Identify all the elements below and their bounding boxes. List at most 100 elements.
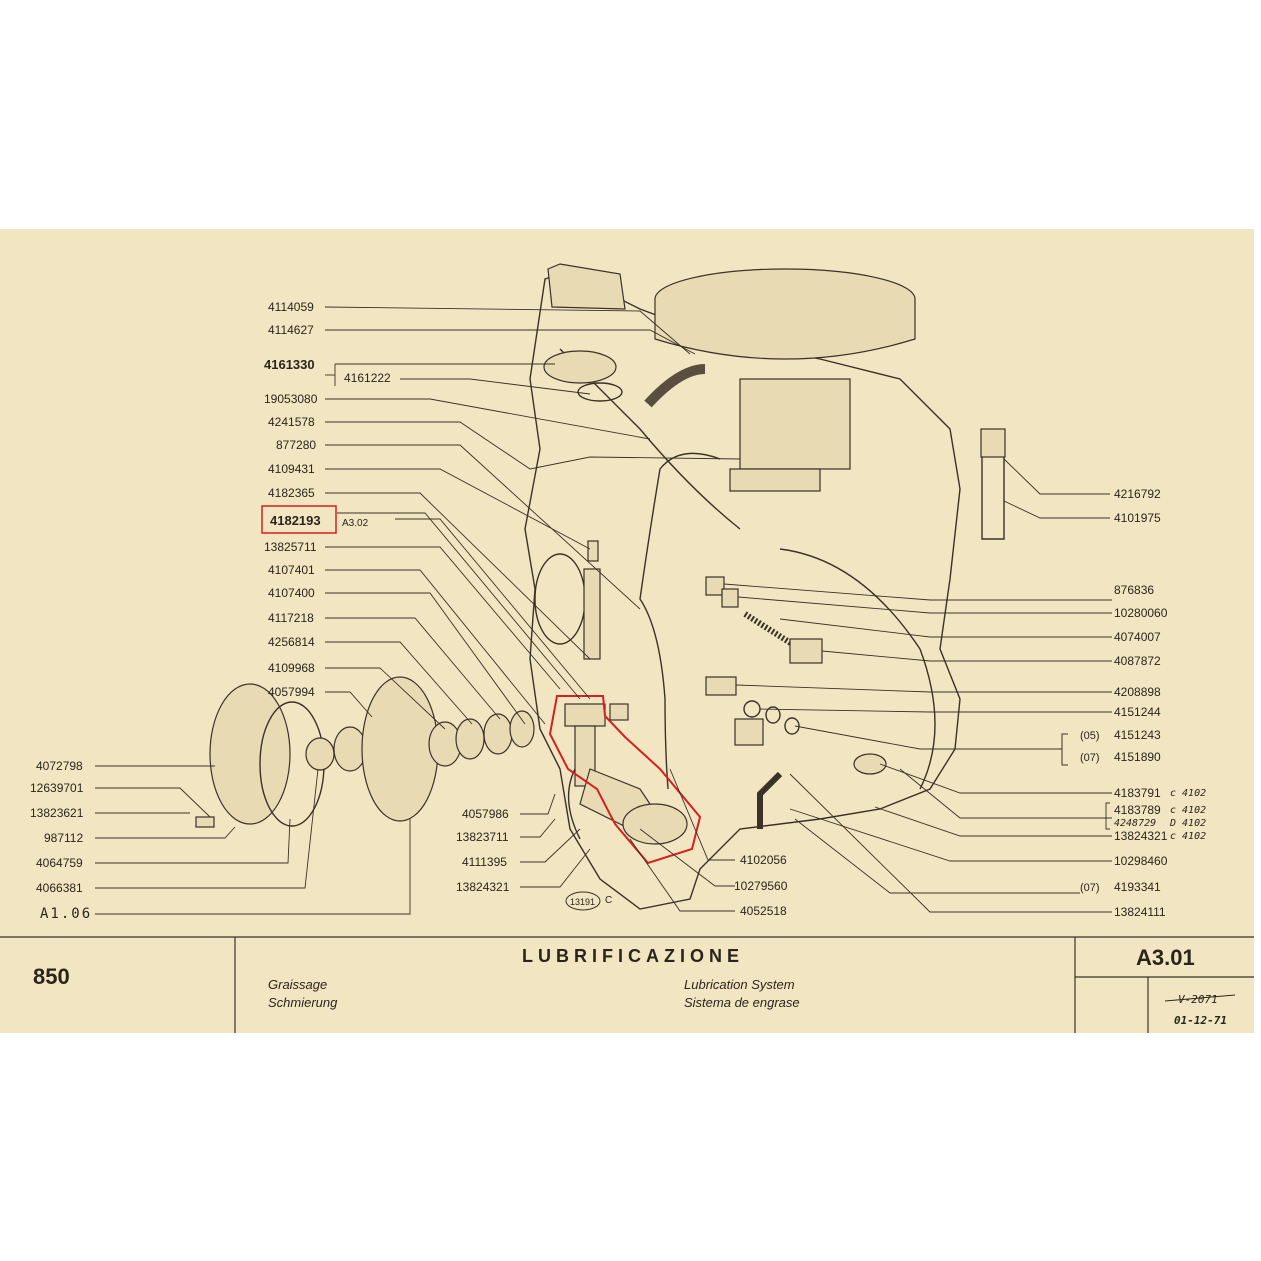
washer-3 [784,717,800,735]
ring-3 [509,710,535,748]
code-07: (07) [1080,752,1100,764]
pn-4087872: 4087872 [1114,654,1161,668]
bush [305,737,335,771]
pn-4161222: 4161222 [344,371,391,385]
plunger [789,638,823,664]
pn-13824111: 13824111 [1114,905,1166,919]
labels-right-bottom: 10298460 (07) 4193341 13824111 [1080,854,1168,919]
sender [734,718,764,746]
stamp-suffix: C [605,895,612,906]
pn-13824321: 13824321 [456,880,510,894]
ref-a302: A3.02 [342,518,369,529]
labels-left-top: 4114059 4114627 4161330 4161222 19053080… [264,300,391,500]
dipstick-tube [639,452,721,790]
washer [743,700,761,718]
stamp-oval [565,891,601,911]
pn-10298460: 10298460 [1114,854,1168,868]
pn-13823621: 13823621 [30,806,84,820]
pn-987112: 987112 [44,831,83,845]
pn-4057986: 4057986 [462,807,509,821]
pn-4111395: 4111395 [462,855,507,869]
exploded-diagram: 4114059 4114627 4161330 4161222 19053080… [0,263,1254,1033]
pn-4208898: 4208898 [1114,685,1161,699]
drive-gear [583,568,601,660]
pn-4109431: 4109431 [268,462,315,476]
highlight-box [261,505,337,534]
sheet-number: A3.01 [1136,945,1195,970]
labels-center-bottom: 4057986 13823711 4111395 13824321 13191 … [456,807,612,911]
ring-2 [483,713,513,755]
handwritten-date: 01-12-71 [1174,1014,1227,1027]
note-13824321: c 4102 [1170,831,1206,842]
pn-10280060: 10280060 [1114,606,1168,620]
flange [853,753,887,775]
pn-4052518: 4052518 [740,904,787,918]
highlighted-label: 4182193 A3.02 [261,505,369,534]
title-fr: Graissage [268,977,327,992]
pn-4114059: 4114059 [268,300,314,314]
screw [195,816,215,828]
nut-876836 [705,576,725,596]
pn-4161330: 4161330 [264,357,315,372]
highlight-oil-pump [548,695,702,865]
engine-drawing [195,263,1006,910]
title-en: Lubrication System [684,977,795,992]
pn-4193341: 4193341 [1114,880,1161,894]
note-4183789: c 4102 [1170,805,1206,816]
labels-right-top: 4216792 4101975 [1114,487,1161,525]
pn-4183791: 4183791 [1114,786,1161,800]
bolt-head [980,428,1006,458]
code-07-b: (07) [1080,882,1100,894]
pn-4107401: 4107401 [268,563,315,577]
pn-4114627: 4114627 [268,323,314,337]
pn-12639701: 12639701 [30,781,84,795]
seal [333,726,367,772]
pn-4182365: 4182365 [268,486,315,500]
pn-4102056: 4102056 [740,853,787,867]
title-de: Schmierung [268,995,338,1010]
pn-4107400: 4107400 [268,586,315,600]
labels-right-lower: 4183791 c 4102 4183789 c 4102 4248729 D … [1105,786,1206,843]
code-05: (05) [1080,730,1100,742]
leader-lines [95,306,1112,915]
pump-top [564,703,606,727]
pn-10279560: 10279560 [734,879,788,893]
oil-pipe [757,771,783,829]
ref-a106: A1.06 [40,906,92,922]
breather-hose [644,364,706,408]
pn-13823711: 13823711 [456,830,509,844]
pn-4256814: 4256814 [268,635,315,649]
labels-right-list: 876836 10280060 4074007 4087872 4208898 … [1061,583,1168,766]
pn-13824321-r: 13824321 [1114,829,1168,843]
note-4183791: c 4102 [1170,788,1206,799]
pn-4151890: 4151890 [1114,750,1161,764]
pn-4066381: 4066381 [36,881,83,895]
spring [743,611,802,652]
model-number: 850 [33,964,70,989]
pn-4101975: 4101975 [1114,511,1161,525]
flywheel-housing [779,548,936,790]
pn-4151244: 4151244 [1114,705,1161,719]
note-4248729: D 4102 [1169,818,1206,829]
ring-1 [455,718,485,760]
carburettor [739,378,851,470]
drive-shaft-top [587,540,599,562]
pulley [361,676,439,822]
pn-4064759: 4064759 [36,856,83,870]
pn-4241578: 4241578 [268,415,315,429]
washer-10280060 [721,588,739,608]
strainer [622,803,688,845]
pn-4183789: 4183789 [1114,803,1161,817]
pn-4057994: 4057994 [268,685,315,699]
pn-4248729: 4248729 [1114,818,1156,829]
pn-4074007: 4074007 [1114,630,1161,644]
labels-bottom-right-center: 4102056 10279560 4052518 [734,853,788,918]
air-filter-body [654,299,916,360]
pn-13825711: 13825711 [264,540,317,554]
pn-4151243: 4151243 [1114,728,1161,742]
pn-4117218: 4117218 [268,611,314,625]
oil-cap [543,350,617,384]
pump-fitting [609,703,629,721]
distributor [547,263,626,310]
labels-left-mid: 13825711 4107401 4107400 4117218 4256814… [264,540,317,699]
